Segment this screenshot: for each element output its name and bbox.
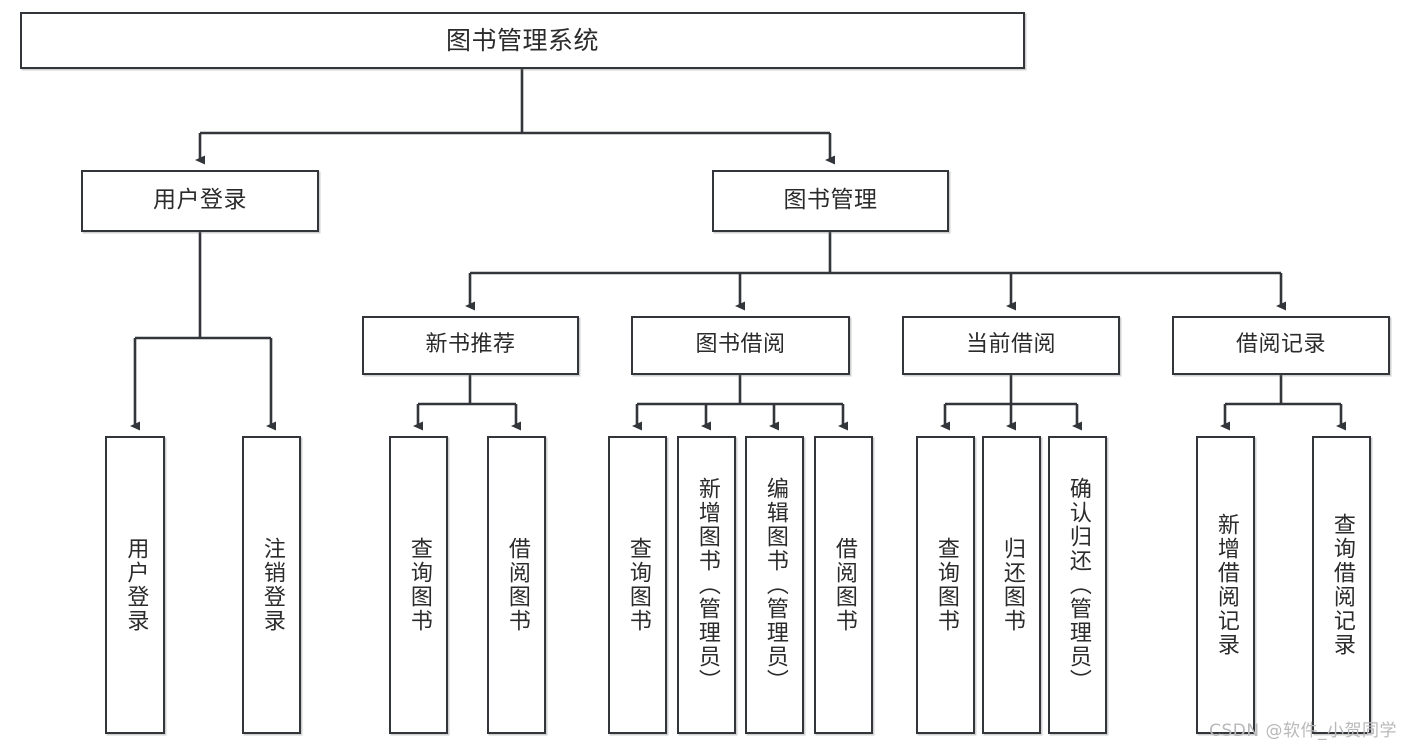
node-label-leaf-user-login: 用户登录 (123, 537, 149, 633)
node-leaf-add-record[interactable]: 新增借阅记录 (1196, 436, 1255, 734)
node-leaf-add-book[interactable]: 新增图书（管理员） (677, 436, 736, 734)
node-leaf-confirm-return[interactable]: 确认归还（管理员） (1048, 436, 1107, 734)
node-borrow-record[interactable]: 借阅记录 (1172, 316, 1390, 375)
node-label-leaf-return-book: 归还图书 (999, 537, 1025, 633)
node-label-user-login: 用户登录 (153, 187, 247, 214)
node-label-leaf-borrow-book-2: 借阅图书 (831, 537, 857, 633)
node-leaf-edit-book[interactable]: 编辑图书（管理员） (745, 436, 804, 734)
node-label-new-book-recommend: 新书推荐 (425, 332, 516, 358)
node-label-leaf-add-record: 新增借阅记录 (1213, 513, 1239, 657)
node-leaf-borrow-book-2[interactable]: 借阅图书 (814, 436, 873, 734)
node-leaf-query-book-1[interactable]: 查询图书 (389, 436, 448, 734)
node-user-login[interactable]: 用户登录 (81, 170, 319, 232)
node-leaf-query-book-2[interactable]: 查询图书 (608, 436, 667, 734)
node-label-leaf-query-record: 查询借阅记录 (1329, 513, 1355, 657)
node-leaf-return-book[interactable]: 归还图书 (982, 436, 1041, 734)
node-leaf-borrow-book-1[interactable]: 借阅图书 (487, 436, 546, 734)
node-label-leaf-query-book-2: 查询图书 (625, 537, 651, 633)
node-label-borrow-record: 借阅记录 (1235, 332, 1326, 358)
node-label-leaf-edit-book: 编辑图书（管理员） (762, 477, 788, 693)
node-label-book-manage: 图书管理 (783, 187, 878, 214)
node-leaf-user-login[interactable]: 用户登录 (105, 436, 165, 734)
node-current-borrow[interactable]: 当前借阅 (902, 316, 1120, 375)
node-label-book-borrow: 图书借阅 (695, 332, 786, 358)
node-label-leaf-borrow-book-1: 借阅图书 (504, 537, 530, 633)
node-label-leaf-user-logout: 注销登录 (259, 537, 285, 633)
node-leaf-user-logout[interactable]: 注销登录 (242, 436, 301, 734)
node-new-book-recommend[interactable]: 新书推荐 (362, 316, 579, 375)
node-book-borrow[interactable]: 图书借阅 (631, 316, 850, 375)
node-label-current-borrow: 当前借阅 (965, 332, 1056, 358)
node-label-leaf-add-book: 新增图书（管理员） (694, 477, 720, 693)
node-label-root: 图书管理系统 (445, 25, 599, 55)
node-leaf-query-record[interactable]: 查询借阅记录 (1312, 436, 1371, 734)
node-label-leaf-query-book-3: 查询图书 (933, 537, 959, 633)
node-label-leaf-confirm-return: 确认归还（管理员） (1065, 477, 1091, 693)
watermark-text: CSDN @软件_小贺同学 (1209, 721, 1397, 741)
node-leaf-query-book-3[interactable]: 查询图书 (916, 436, 975, 734)
node-root-system[interactable]: 图书管理系统 (20, 12, 1025, 69)
node-book-manage[interactable]: 图书管理 (712, 170, 949, 232)
node-label-leaf-query-book-1: 查询图书 (406, 537, 432, 633)
